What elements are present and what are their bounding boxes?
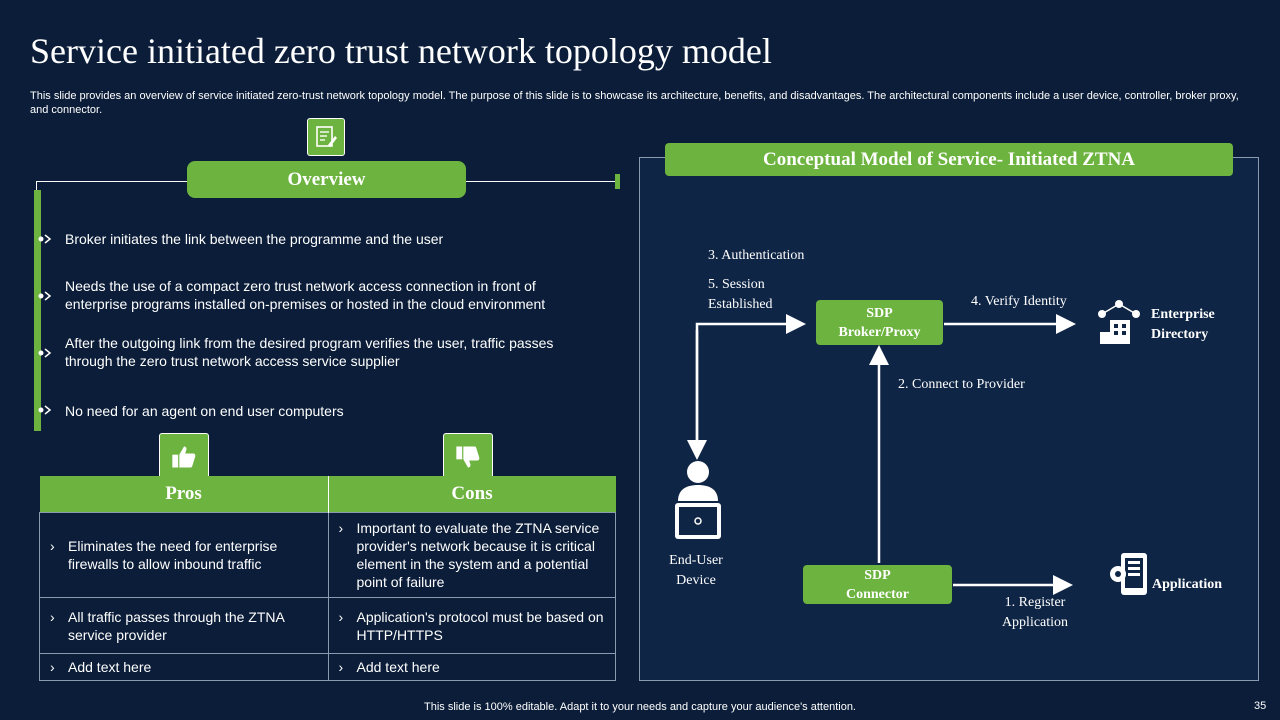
overview-divider-end: [615, 174, 620, 189]
thumbs-down-icon: [443, 433, 493, 481]
end-user-device-icon: [675, 461, 721, 539]
step-authentication: 3. Authentication: [708, 248, 805, 263]
chevron-right-icon: ›: [338, 520, 344, 536]
application-icon: [1110, 553, 1147, 595]
connector-label-1: SDP: [864, 567, 891, 583]
con-text: Add text here: [356, 659, 440, 675]
table-row: › All traffic passes through the ZTNA ser…: [39, 597, 616, 654]
connector-label-2: Connector: [846, 586, 909, 602]
step-session-2: Established: [708, 297, 773, 312]
enduser-label-2: Device: [676, 573, 716, 588]
con-text: Application's protocol must be based on …: [356, 608, 604, 643]
chevron-right-icon: ›: [338, 659, 344, 675]
pro-text: Add text here: [68, 659, 152, 675]
pros-heading: Pros: [39, 476, 329, 513]
overview-bullet: After the outgoing link from the desired…: [65, 335, 554, 369]
overview-bullet: Needs the use of a compact zero trust ne…: [65, 278, 546, 312]
chevron-right-icon: ›: [50, 608, 55, 625]
overview-accent-bar: [34, 190, 41, 431]
page-subtitle: This slide provides an overview of servi…: [30, 90, 1239, 116]
chevron-right-icon: ›: [50, 659, 55, 675]
enterprise-label-2: Directory: [1151, 327, 1209, 342]
thumbs-up-icon: [159, 433, 209, 481]
broker-label-1: SDP: [866, 305, 893, 321]
bullet-arrow-icon: [38, 234, 52, 244]
session-arrow: [695, 314, 806, 455]
overview-bullet: No need for an agent on end user compute…: [65, 403, 344, 419]
footer-note: This slide is 100% editable. Adapt it to…: [424, 701, 856, 713]
bullet-arrow-icon: [38, 291, 52, 301]
step-verify-identity: 4. Verify Identity: [971, 294, 1067, 309]
enduser-label-1: End-User: [669, 553, 723, 568]
pros-cons-table: Pros Cons › Eliminates the need for enter…: [39, 476, 616, 681]
page-number: 35: [1254, 700, 1267, 712]
cons-heading: Cons: [328, 476, 616, 513]
model-heading: Conceptual Model of Service- Initiated Z…: [665, 143, 1233, 176]
table-row: › Eliminates the need for enterprise fire…: [39, 512, 616, 598]
overview-bullet: Broker initiates the link between the pr…: [65, 231, 444, 247]
con-text: Important to evaluate the ZTNA service p…: [356, 520, 600, 590]
bullet-arrow-icon: [38, 348, 52, 358]
enterprise-directory-icon: [1098, 300, 1140, 344]
table-row: › Add text here › Add text here: [39, 653, 616, 681]
broker-label-2: Broker/Proxy: [838, 324, 921, 340]
application-label: Application: [1152, 577, 1223, 592]
sdp-broker-node: SDP Broker/Proxy: [816, 300, 943, 345]
bullet-arrow-icon: [38, 405, 52, 415]
step-register-1: 1. Register: [1004, 595, 1066, 610]
pro-text: Eliminates the need for enterprise firew…: [68, 538, 278, 572]
step-connect-provider: 2. Connect to Provider: [898, 377, 1025, 392]
enterprise-label-1: Enterprise: [1151, 307, 1215, 322]
document-edit-icon: [307, 118, 345, 156]
chevron-right-icon: ›: [338, 608, 344, 625]
pro-text: All traffic passes through the ZTNA serv…: [68, 608, 285, 643]
pros-cons-header: Pros Cons: [39, 476, 616, 513]
sdp-connector-node: SDP Connector: [803, 565, 952, 604]
step-register-2: Application: [1001, 615, 1069, 630]
chevron-right-icon: ›: [50, 538, 55, 554]
step-session-1: 5. Session: [708, 277, 765, 292]
overview-heading: Overview: [187, 161, 466, 198]
page-title: Service initiated zero trust network top…: [30, 31, 772, 71]
